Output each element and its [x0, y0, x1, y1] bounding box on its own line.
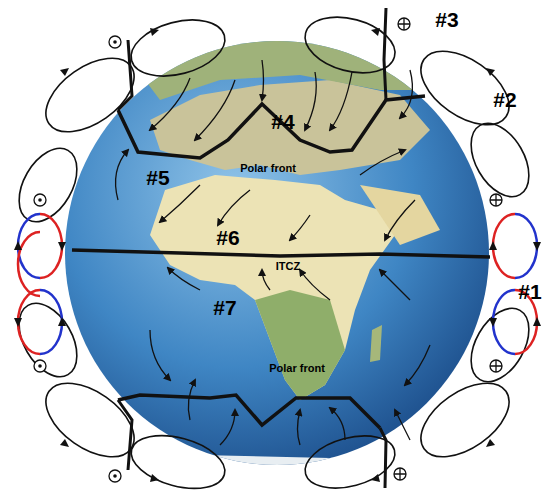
- callout-number: #7: [213, 296, 236, 319]
- callout-number: #1: [518, 280, 541, 303]
- callout-number: #4: [271, 110, 294, 133]
- callout-number: #3: [435, 8, 458, 31]
- cell-arrowheads: [14, 28, 541, 482]
- region-label: Polar front: [269, 362, 325, 374]
- callout-number: #6: [216, 226, 239, 249]
- flow-symbols: [34, 18, 502, 482]
- hadley-cells: [18, 214, 537, 354]
- cross-symbols: [394, 18, 502, 480]
- circulation-cells: [7, 8, 541, 492]
- dot-symbols: [38, 40, 117, 478]
- globe: [65, 41, 489, 465]
- callout-number: #2: [493, 88, 516, 111]
- callout-number: #5: [146, 166, 169, 189]
- region-label: ITCZ: [276, 260, 300, 272]
- region-label: Polar front: [240, 162, 296, 174]
